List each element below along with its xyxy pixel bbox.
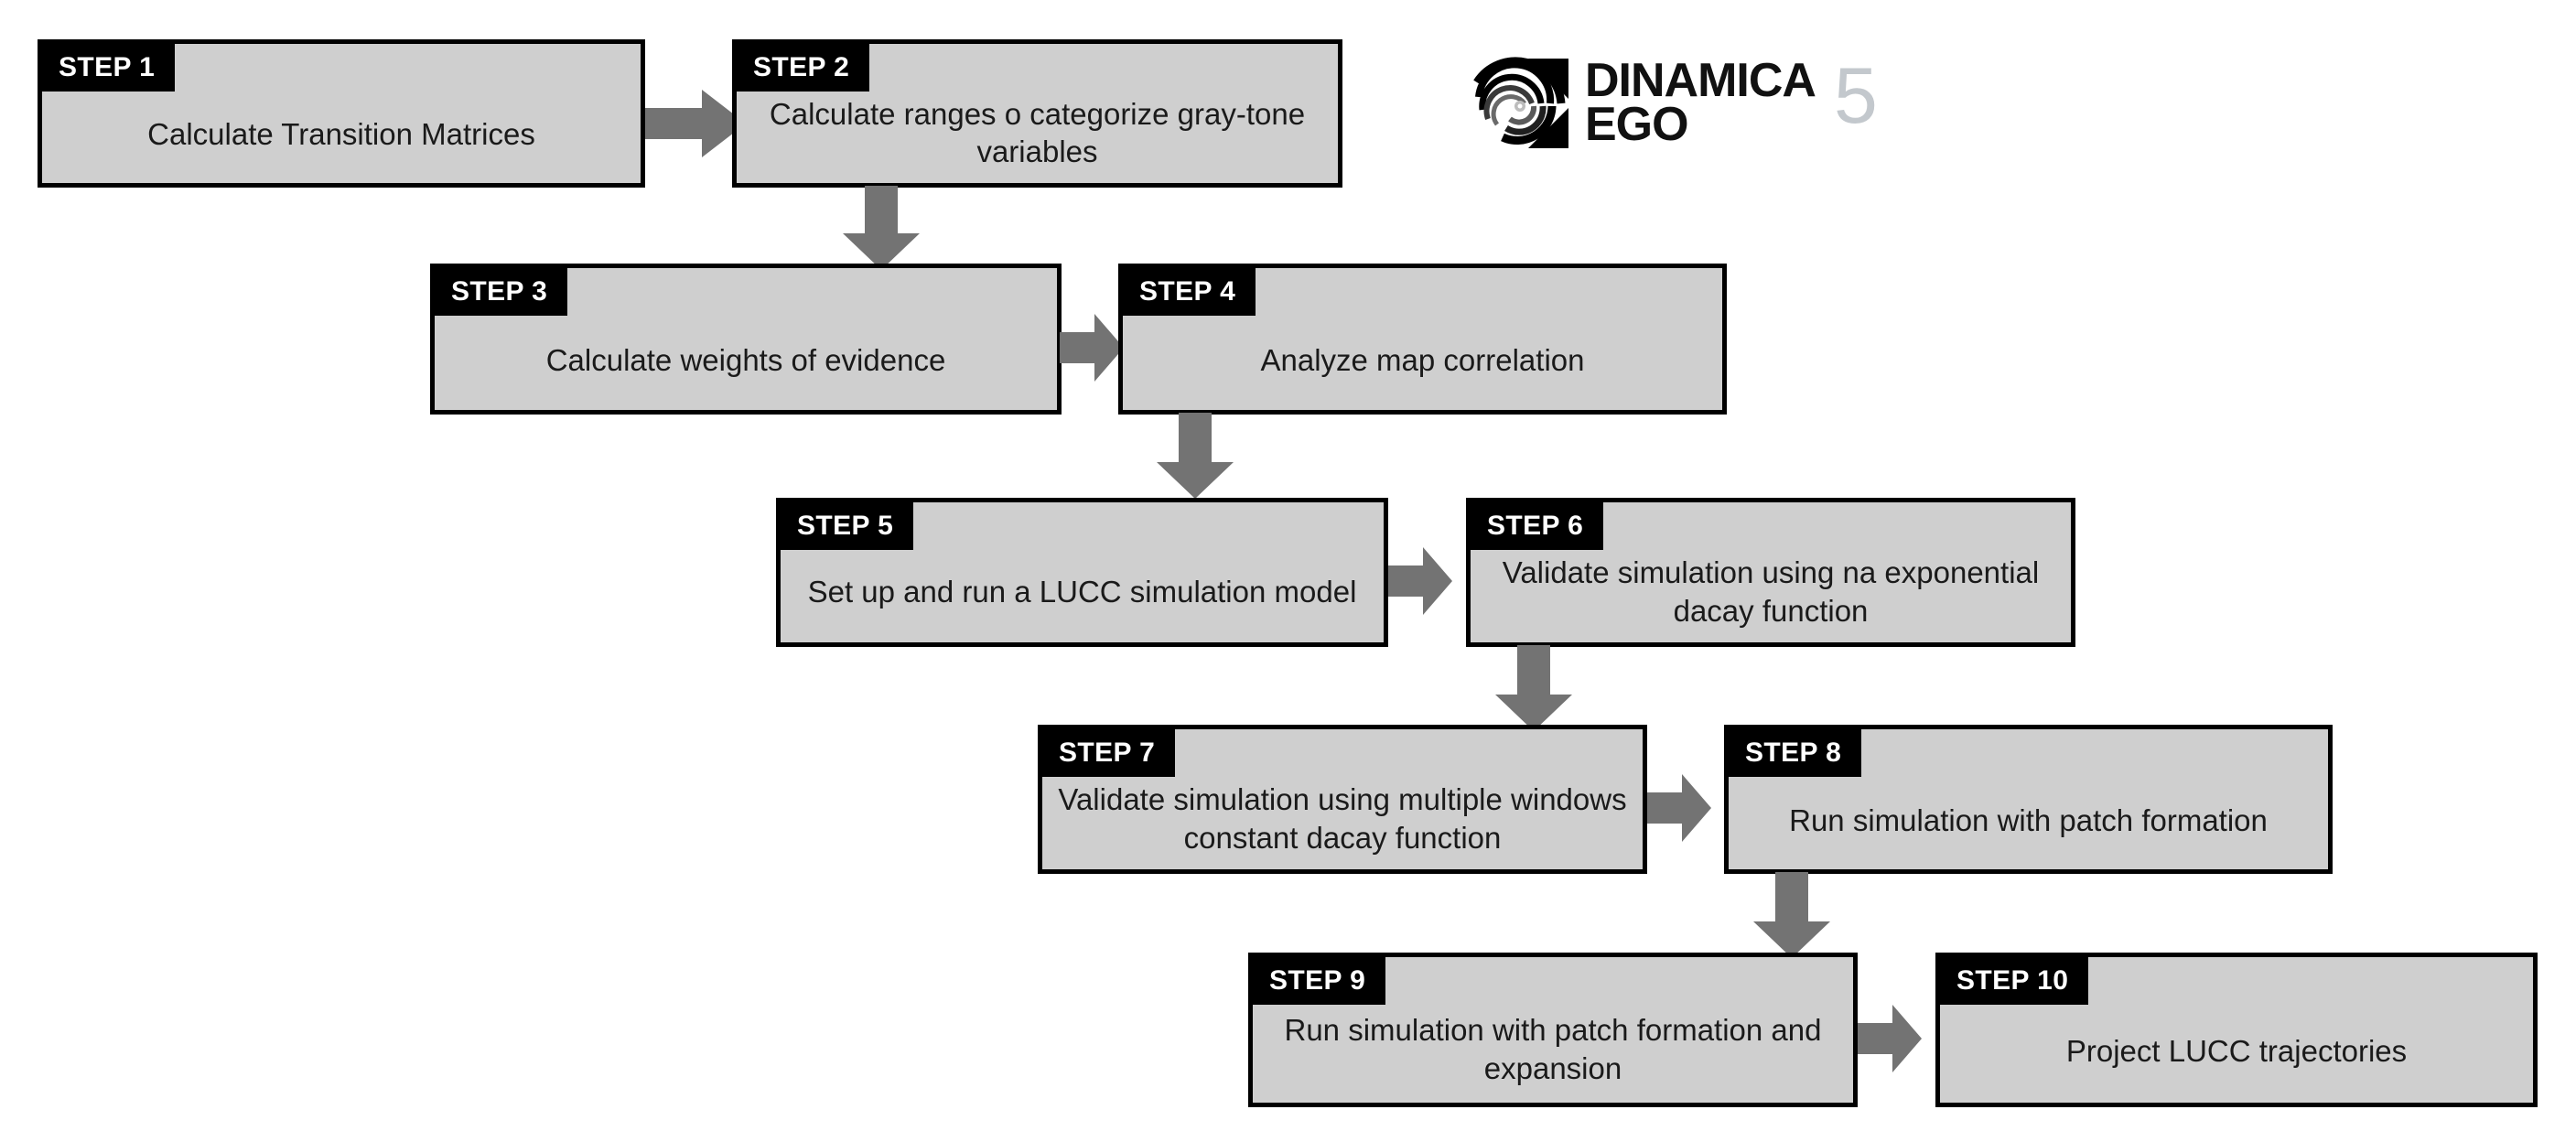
step-badge-8: STEP 8 [1729,729,1862,777]
step-badge-2: STEP 2 [737,44,870,92]
step-box-6[interactable]: STEP 6 Validate simulation using na expo… [1466,498,2075,647]
arrow-step1-to-step2 [645,90,746,157]
arrow-step3-to-step4 [1060,314,1124,382]
step-box-5[interactable]: STEP 5 Set up and run a LUCC simulation … [776,498,1388,647]
step-badge-3: STEP 3 [435,268,568,316]
arrow-step2-to-step3 [843,186,920,270]
step-label-10: Project LUCC trajectories [2065,1033,2408,1068]
step-badge-6: STEP 6 [1471,502,1604,550]
step-box-1[interactable]: STEP 1 Calculate Transition Matrices [38,39,645,188]
step-box-3[interactable]: STEP 3 Calculate weights of evidence [430,264,1062,415]
step-badge-1: STEP 1 [42,44,176,92]
step-badge-7: STEP 7 [1042,729,1176,777]
step-label-6: Validate simulation using na exponential… [1502,555,2040,628]
step-badge-10: STEP 10 [1940,957,2089,1005]
step-label-4: Analyze map correlation [1260,342,1585,377]
step-label-3: Calculate weights of evidence [545,342,946,377]
dinamica-ego-logo: DINAMICA EGO 5 [1466,53,1878,154]
arrow-step9-to-step10 [1858,1005,1922,1072]
step-label-9: Run simulation with patch formation and … [1284,1013,1822,1085]
step-badge-9: STEP 9 [1253,957,1386,1005]
step-label-7: Validate simulation using multiple windo… [1058,782,1627,855]
arrow-step6-to-step7 [1495,645,1572,731]
step-label-8: Run simulation with patch formation [1789,802,2268,837]
step-label-2: Calculate ranges o categorize gray-tone … [769,96,1306,168]
arrow-step5-to-step6 [1388,547,1452,615]
logo-name-line2: EGO [1585,98,1689,151]
step-box-4[interactable]: STEP 4 Analyze map correlation [1118,264,1727,415]
step-label-5: Set up and run a LUCC simulation model [807,574,1357,609]
step-label-1: Calculate Transition Matrices [147,117,535,152]
step-badge-4: STEP 4 [1123,268,1256,316]
arrow-step8-to-step9 [1753,872,1830,958]
arrow-step4-to-step5 [1157,413,1234,499]
step-box-8[interactable]: STEP 8 Run simulation with patch formati… [1724,725,2333,874]
step-box-2[interactable]: STEP 2 Calculate ranges o categorize gra… [732,39,1342,188]
logo-version: 5 [1833,52,1878,140]
step-badge-5: STEP 5 [781,502,914,550]
logo-name-line1: DINAMICA [1585,54,1816,108]
dinamica-spiral-icon [1473,57,1568,148]
step-box-10[interactable]: STEP 10 Project LUCC trajectories [1935,953,2538,1107]
step-box-9[interactable]: STEP 9 Run simulation with patch formati… [1248,953,1858,1107]
step-box-7[interactable]: STEP 7 Validate simulation using multipl… [1038,725,1647,874]
arrow-step7-to-step8 [1647,774,1711,842]
